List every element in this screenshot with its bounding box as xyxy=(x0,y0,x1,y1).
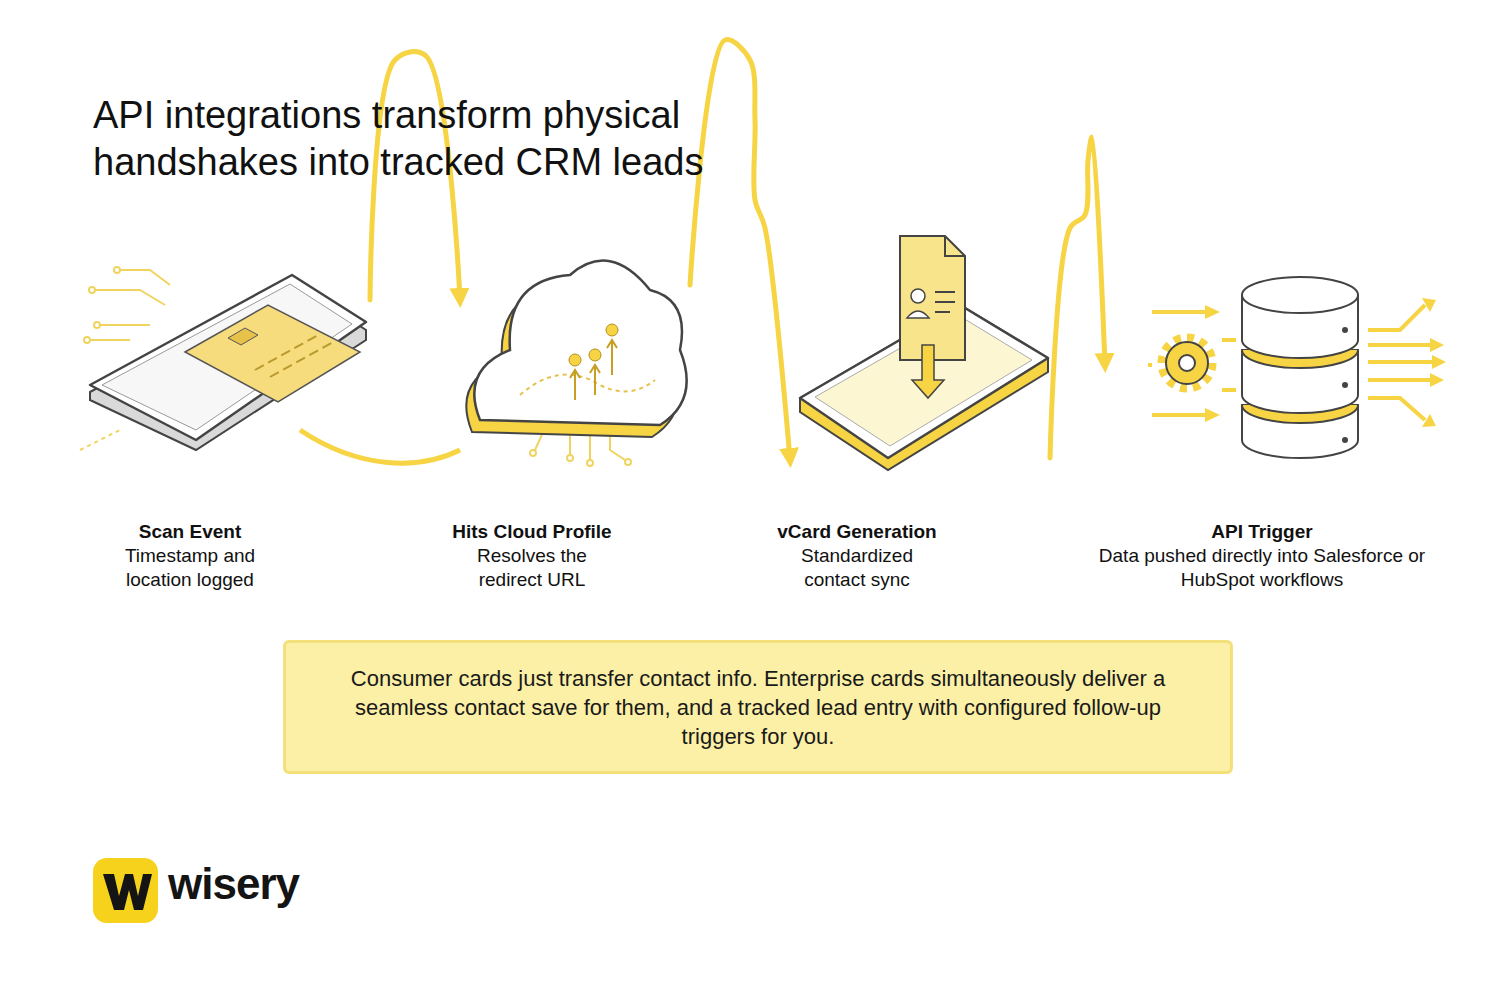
circuit-lines xyxy=(94,322,100,328)
body-text: Data pushed directly into Salesforce or … xyxy=(1097,544,1427,592)
flow-arrow xyxy=(690,40,790,460)
gear-and-database xyxy=(1179,355,1195,371)
phone-with-card xyxy=(228,328,258,345)
circuit-lines xyxy=(95,290,165,305)
process-step: vCard GenerationStandardized contact syn… xyxy=(790,230,1050,598)
cloud xyxy=(569,324,618,366)
phone-with-vcard xyxy=(907,311,929,318)
phone-with-vcard xyxy=(935,292,955,312)
step-heading: API Trigger xyxy=(1097,520,1427,544)
step-heading: Hits Cloud Profile xyxy=(452,520,612,544)
gear-and-database xyxy=(1342,437,1348,443)
gear-and-database xyxy=(1430,373,1444,387)
process-step: Scan EventTimestamp and location logged xyxy=(70,230,370,598)
cloud xyxy=(466,261,686,437)
circuit-lines xyxy=(567,455,573,461)
gear-and-database xyxy=(1422,298,1446,427)
logo-icon xyxy=(103,874,152,910)
gear-and-database xyxy=(1162,338,1212,388)
gear-and-database xyxy=(1368,378,1430,382)
diagram-title: API integrations transform physical hand… xyxy=(93,92,873,186)
circuit-lines xyxy=(625,459,631,465)
process-step: Hits Cloud ProfileResolves the redirect … xyxy=(460,230,690,598)
circuit-lines xyxy=(530,450,536,456)
body-text: Resolves the redirect URL xyxy=(452,544,612,592)
circuit-lines xyxy=(114,267,120,273)
gear-and-database xyxy=(1368,305,1432,420)
gear-and-database xyxy=(1432,355,1446,369)
gear-and-database xyxy=(1422,298,1436,312)
gear-and-database xyxy=(1242,350,1358,413)
circuit-lines xyxy=(100,324,150,326)
phone-with-vcard xyxy=(945,236,965,256)
circuit-lines xyxy=(89,287,95,293)
circuit-lines xyxy=(80,430,120,450)
step-caption: Scan EventTimestamp and location logged xyxy=(100,520,280,592)
gear-and-database xyxy=(1422,414,1436,427)
body-text: Consumer cards just transfer contact inf… xyxy=(316,664,1200,751)
gear-and-database xyxy=(1368,343,1430,347)
phone-with-vcard xyxy=(912,345,944,398)
circuit-lines xyxy=(90,339,130,341)
gear-and-database xyxy=(1368,360,1432,364)
cloud xyxy=(520,375,655,395)
flow-ribbon xyxy=(300,430,460,463)
phone-with-card xyxy=(185,305,360,402)
gear-and-database xyxy=(1368,398,1425,420)
gear-and-database xyxy=(1166,342,1208,384)
note-box: Consumer cards just transfer contact inf… xyxy=(283,640,1233,774)
cloud xyxy=(589,349,601,361)
process-step: API TriggerData pushed directly into Sal… xyxy=(1105,230,1450,598)
phone-with-card xyxy=(90,275,366,450)
gear-and-database xyxy=(1148,312,1212,415)
gear-and-database xyxy=(1342,382,1348,388)
step-caption: Hits Cloud ProfileResolves the redirect … xyxy=(452,520,612,592)
logo-icon xyxy=(93,858,158,923)
phone-with-vcard xyxy=(900,236,965,360)
gear-and-database xyxy=(1148,277,1446,458)
phone-with-card xyxy=(90,275,366,440)
body-text: Standardized contact sync xyxy=(777,544,937,592)
cloud xyxy=(569,354,581,366)
cloud xyxy=(570,340,617,400)
step-heading: Scan Event xyxy=(100,520,280,544)
step-caption: API TriggerData pushed directly into Sal… xyxy=(1097,520,1427,592)
body-text: Timestamp and location logged xyxy=(100,544,280,592)
step-heading: vCard Generation xyxy=(777,520,937,544)
circuit-lines xyxy=(120,270,170,285)
cloud xyxy=(606,324,618,336)
step-caption: vCard GenerationStandardized contact syn… xyxy=(777,520,937,592)
phone-with-vcard xyxy=(800,236,1048,470)
flow-arrow xyxy=(1050,137,1105,458)
logo-icon xyxy=(93,858,158,923)
circuit-lines xyxy=(84,337,90,343)
gear-and-database xyxy=(1430,338,1444,352)
cloud xyxy=(474,261,686,425)
phone-with-card xyxy=(255,334,335,377)
brand-name: wisery xyxy=(168,859,299,909)
gear-and-database xyxy=(1242,277,1358,313)
gear-and-database xyxy=(1342,327,1348,333)
gear-and-database xyxy=(1222,340,1236,390)
circuit-lines xyxy=(587,460,593,466)
gear-and-database xyxy=(1368,305,1425,330)
phone-with-vcard xyxy=(911,289,925,303)
